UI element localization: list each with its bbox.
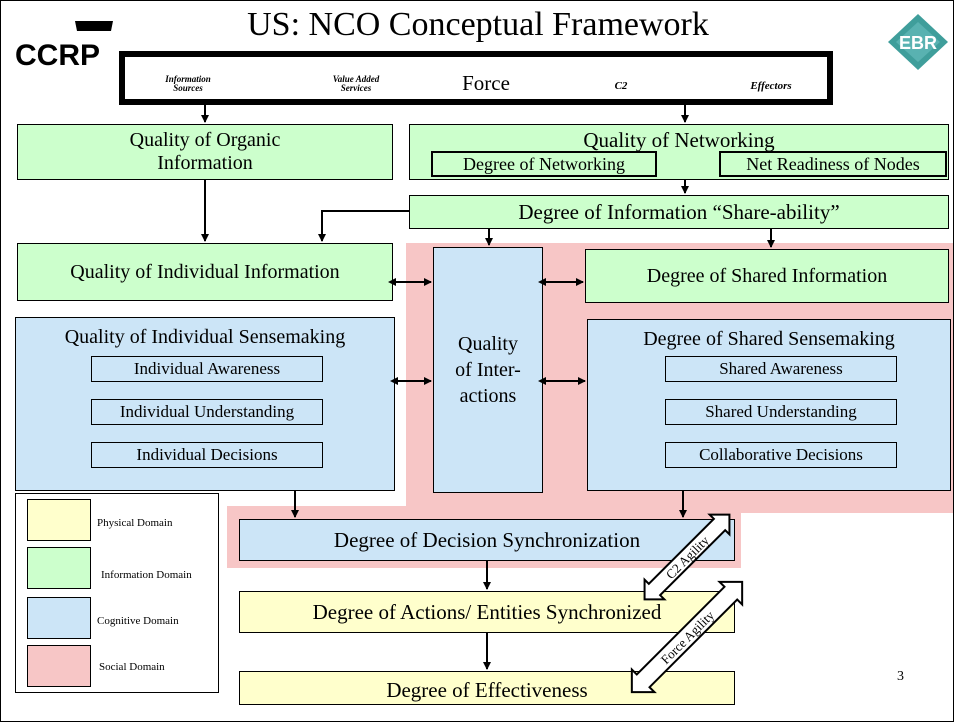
legend-swatch-information xyxy=(27,547,91,589)
actions-synchronized-box: Degree of Actions/ Entities Synchronized xyxy=(239,591,735,633)
effectors-label: Effectors xyxy=(750,80,792,92)
slide-title: US: NCO Conceptual Framework xyxy=(247,6,709,43)
individual-awareness-box: Individual Awareness xyxy=(91,356,323,382)
individual-sensemaking-box: Quality of Individual Sensemaking xyxy=(15,317,395,491)
c2-agility-label: C2 Agility xyxy=(663,532,713,582)
force-bar xyxy=(119,51,833,105)
quality-individual-information-box: Quality of Individual Information xyxy=(17,243,393,301)
collaborative-decisions-box: Collaborative Decisions xyxy=(665,442,897,468)
legend-swatch-physical xyxy=(27,499,91,541)
individual-understanding-box: Individual Understanding xyxy=(91,399,323,425)
ccrp-logo: CCRP xyxy=(13,21,113,72)
net-readiness-box: Net Readiness of Nodes xyxy=(719,151,947,177)
legend-label-information: Information Domain xyxy=(101,569,192,581)
information-shareability-box: Degree of Information “Share-ability” xyxy=(409,195,949,229)
quality-networking-label: Quality of Networking xyxy=(583,128,775,152)
degree-shared-information-label: Degree of Shared Information xyxy=(646,264,888,287)
arrow-shareability-to-individual xyxy=(318,210,409,242)
ebr-logo-text: EBR xyxy=(899,33,937,53)
page-number: 3 xyxy=(897,669,904,684)
legend-swatch-cognitive xyxy=(27,597,91,639)
legend-label-cognitive: Cognitive Domain xyxy=(97,615,179,627)
force-agility-label: Force Agility xyxy=(658,607,718,667)
decision-synchronization-box: Degree of Decision Synchronization xyxy=(239,519,735,561)
legend-swatch-social xyxy=(27,645,91,687)
information-shareability-label: Degree of Information “Share-ability” xyxy=(518,199,840,224)
individual-decisions-box: Individual Decisions xyxy=(91,442,323,468)
c2-label: C2 xyxy=(614,80,628,92)
degree-networking-box: Degree of Networking xyxy=(431,151,657,177)
shared-sensemaking-box: Degree of Shared Sensemaking xyxy=(587,319,951,491)
effectiveness-label: Degree of Effectiveness xyxy=(386,677,588,702)
degree-shared-information-box: Degree of Shared Information xyxy=(585,249,949,303)
information-sources-label: Information Sources xyxy=(165,74,211,94)
decision-synchronization-label: Degree of Decision Synchronization xyxy=(333,527,641,552)
quality-interactions-label: Quality of Inter- actions xyxy=(455,333,521,407)
individual-sensemaking-label: Quality of Individual Sensemaking xyxy=(64,326,346,348)
shared-understanding-box: Shared Understanding xyxy=(665,399,897,425)
force-label: Force xyxy=(462,71,510,95)
quality-organic-information-box: Quality of Organic Information xyxy=(17,124,393,180)
shared-awareness-box: Shared Awareness xyxy=(665,356,897,382)
ebr-logo: EBR xyxy=(887,13,949,71)
shared-sensemaking-label: Degree of Shared Sensemaking xyxy=(643,328,895,350)
value-added-services-label: Value Added Services xyxy=(332,74,380,94)
quality-organic-information-label: Quality of Organic Information xyxy=(129,129,281,174)
actions-synchronized-label: Degree of Actions/ Entities Synchronized xyxy=(312,599,662,624)
quality-individual-information-label: Quality of Individual Information xyxy=(70,260,340,283)
ccrp-logo-text: CCRP xyxy=(15,39,100,71)
force-agility-arrow: Force Agility xyxy=(630,580,744,694)
legend-label-social: Social Domain xyxy=(99,661,165,673)
quality-interactions-box: Quality of Inter- actions xyxy=(433,247,543,493)
legend-label-physical: Physical Domain xyxy=(97,517,173,529)
